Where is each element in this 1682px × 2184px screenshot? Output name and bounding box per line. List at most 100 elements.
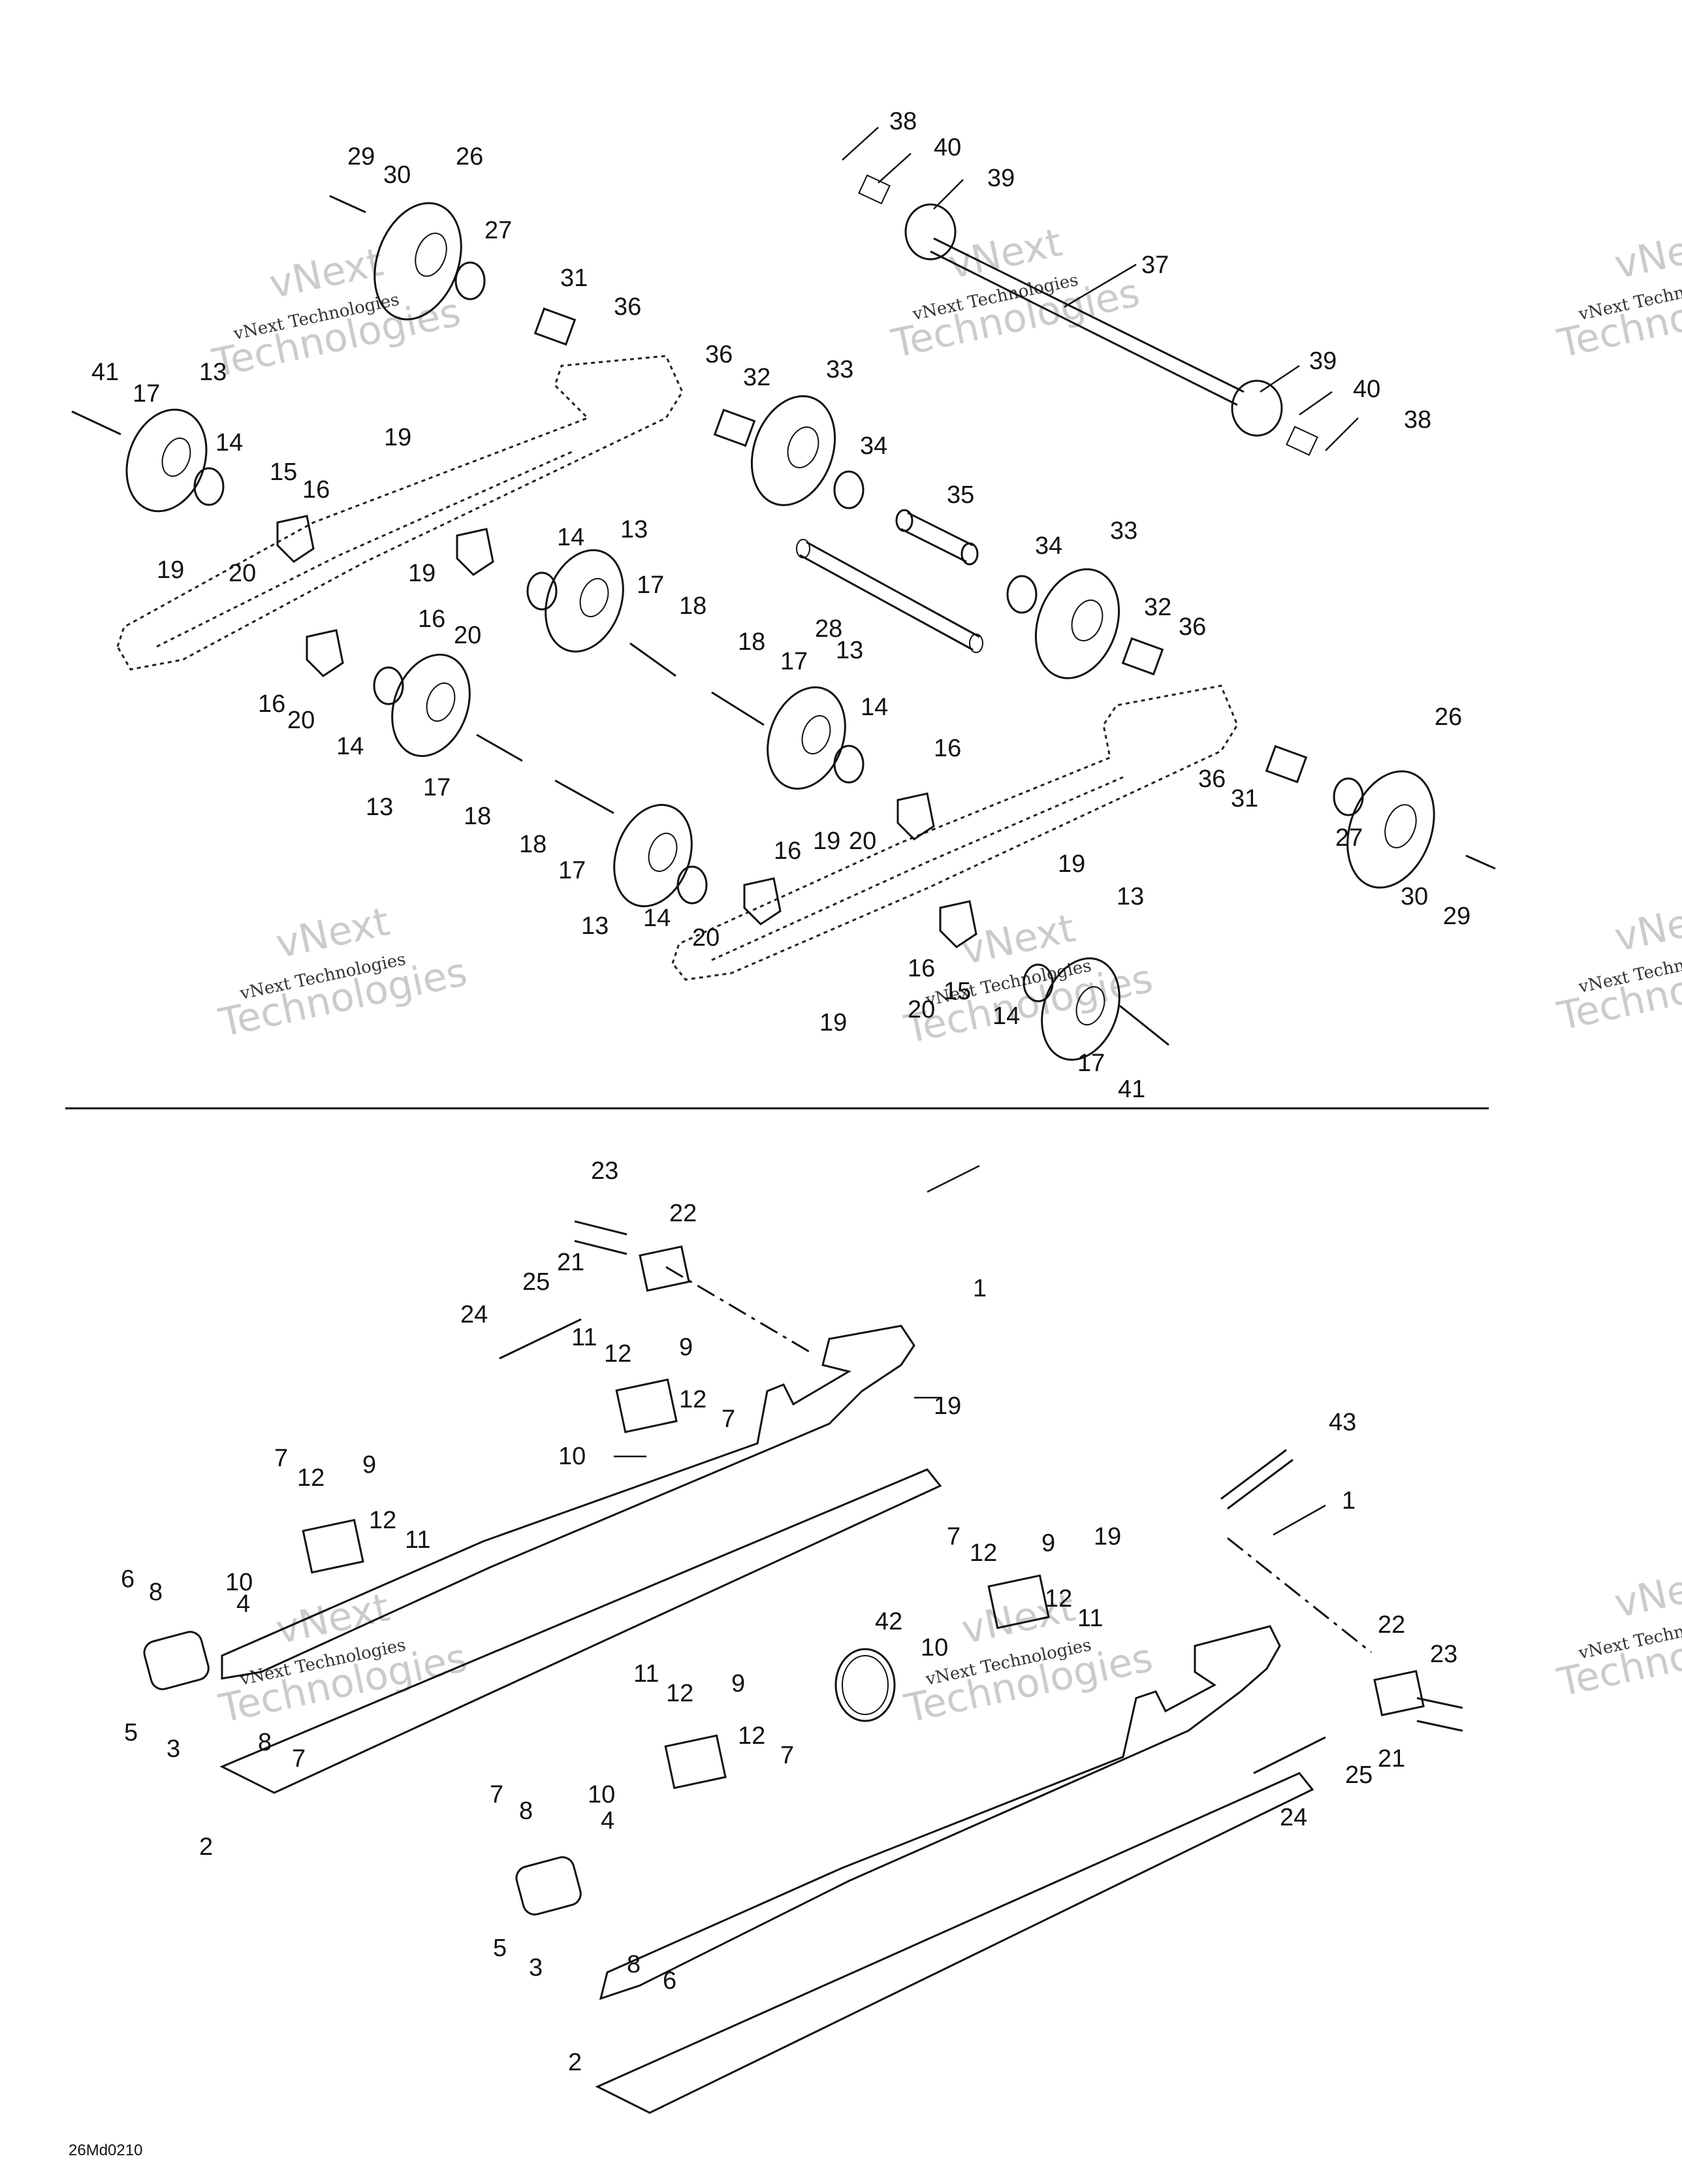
callout-16: 16 [908,955,935,982]
watermark-6: vNext vNext Technologies Technologies [1553,892,1682,1040]
callout-37: 37 [1141,251,1169,279]
watermark-4: vNext vNext Technologies Technologies [215,899,471,1046]
wheel-13-b [545,549,624,653]
callout-36: 36 [1198,765,1226,793]
callout-25: 25 [1345,1761,1373,1789]
callout-8: 8 [149,1579,163,1606]
callout-12: 12 [369,1507,396,1534]
callout-26: 26 [1435,703,1462,731]
callout-13: 13 [366,794,393,821]
callout-12: 12 [297,1464,325,1492]
callout-14: 14 [557,524,584,551]
callout-39: 39 [1309,347,1337,375]
callout-19: 19 [1058,850,1085,878]
drawing-code: 26Md0210 [69,2142,142,2159]
callout-4: 4 [236,1590,250,1618]
callout-34: 34 [860,432,887,460]
svg-text:vNext: vNext [1611,892,1682,961]
idler-wheel-13-a [125,408,208,513]
stopper-5-lower [515,1856,582,1916]
callout-19: 19 [384,424,411,451]
callout-41: 41 [91,359,119,386]
callout-32: 32 [743,364,770,391]
callout-labels: 29 30 26 27 31 36 41 17 13 14 15 16 19 2… [91,108,1470,2076]
callout-19: 19 [813,827,840,855]
callout-30: 30 [383,161,411,189]
callout-11: 11 [633,1660,659,1688]
callout-9: 9 [731,1670,745,1697]
callout-42: 42 [875,1608,902,1635]
callout-15: 15 [944,978,971,1005]
wheel-13-f [1041,957,1120,1061]
svg-text:vNext: vNext [1611,219,1682,288]
callout-17: 17 [558,857,586,884]
wheel-33-b [1034,568,1120,679]
callout-30: 30 [1401,883,1428,910]
callout-8: 8 [627,1951,641,1978]
idler-wheel-26-bottom [1346,770,1435,889]
callout-35: 35 [947,481,974,509]
callout-18: 18 [679,592,706,620]
callout-8: 8 [519,1797,533,1825]
callout-14: 14 [336,733,364,760]
callout-22: 22 [1378,1611,1405,1639]
callout-32: 32 [1144,594,1171,621]
callout-38: 38 [889,108,917,135]
callout-19: 19 [819,1009,847,1036]
block-group-bottom [302,1245,1425,1790]
svg-text:Technologies: Technologies [1553,1609,1682,1706]
bearing-group-top [193,261,1364,1003]
callout-29: 29 [347,143,375,170]
callout-17: 17 [637,571,664,599]
callout-33: 33 [1110,517,1137,545]
clamp-42 [834,1648,896,1722]
callout-36: 36 [705,341,733,368]
callout-18: 18 [519,831,547,858]
callout-16: 16 [934,735,961,762]
upper-frame-rail-right [671,684,1239,981]
svg-text:Technologies: Technologies [1553,270,1682,367]
callout-29: 29 [1443,903,1470,930]
callout-16: 16 [258,690,285,718]
callout-36: 36 [1179,613,1206,641]
callout-10: 10 [225,1569,253,1596]
bolt-group-top [71,195,1496,1046]
callout-17: 17 [423,774,451,801]
callout-34: 34 [1035,532,1062,560]
callout-22: 22 [669,1200,697,1227]
callout-7: 7 [947,1523,960,1550]
callout-13: 13 [620,516,648,543]
callout-13: 13 [836,637,863,664]
callout-24: 24 [1280,1804,1307,1831]
callout-7: 7 [722,1405,735,1433]
callout-2: 2 [568,2049,582,2076]
callout-3: 3 [529,1954,543,1982]
callout-15: 15 [270,458,297,486]
callout-13: 13 [1117,883,1144,910]
callout-31: 31 [560,265,588,292]
callout-20: 20 [908,996,935,1023]
watermark-1: vNext vNext Technologies Technologies [208,239,465,387]
svg-text:Technologies: Technologies [1553,942,1682,1040]
callout-8: 8 [258,1729,272,1756]
callout-3: 3 [167,1735,180,1763]
callout-20: 20 [692,924,720,952]
callout-10: 10 [921,1634,948,1662]
callout-14: 14 [992,1003,1020,1030]
callout-20: 20 [287,707,315,734]
wheel-13-c [391,653,471,758]
callout-19: 19 [934,1392,961,1420]
wheel-13-e [613,803,693,908]
watermark-group: vNext vNext Technologies Technologies vN… [208,219,1682,1732]
axle-28 [796,539,983,653]
callout-6: 6 [663,1967,676,1995]
callout-1: 1 [973,1275,987,1302]
callout-18: 18 [464,803,491,830]
callout-11: 11 [405,1526,430,1554]
leader-lines [614,127,1359,1536]
svg-text:vNext: vNext [1611,1558,1682,1627]
callout-11: 11 [1077,1605,1103,1632]
callout-38: 38 [1404,406,1431,434]
callout-7: 7 [780,1742,794,1769]
callout-20: 20 [849,827,876,855]
